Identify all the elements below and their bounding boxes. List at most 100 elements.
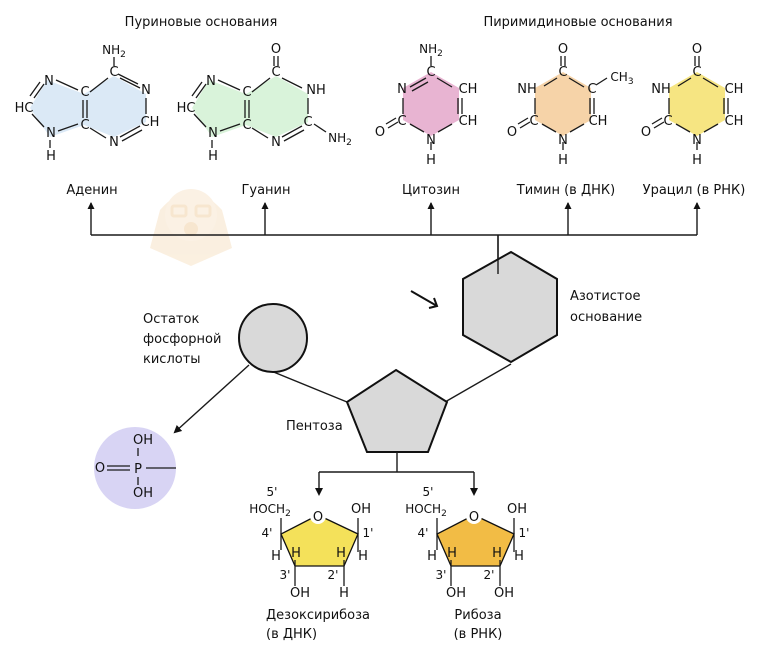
pentose-label: Пентоза — [286, 419, 343, 434]
bond-line — [283, 129, 305, 142]
atom: N — [692, 133, 702, 148]
uracil-structure: O C NH CH CH C O N H — [641, 42, 744, 168]
phosphate-label-line3: кислоты — [143, 352, 201, 367]
bond-line — [385, 117, 397, 125]
atom-label: 3' — [436, 568, 447, 582]
cytosine-ring-fill — [403, 72, 459, 136]
base-name-cytosine: Цитозин — [402, 183, 460, 198]
bond-line — [89, 127, 107, 139]
bond-line — [251, 77, 271, 93]
atom: C — [426, 65, 435, 80]
atom: CH — [589, 114, 608, 129]
atom: O — [375, 125, 385, 140]
atom: NH — [517, 82, 537, 97]
bond-line — [31, 113, 45, 128]
base-label-line1: Азотистое — [570, 289, 640, 304]
phosphate-formula: OH O P OH — [94, 427, 176, 509]
guanine-ring-fill — [192, 76, 308, 137]
atom: O — [641, 125, 651, 140]
deoxyribose-name-line2: (в ДНК) — [266, 627, 317, 642]
bond-line — [519, 121, 531, 129]
atom: N — [426, 133, 436, 148]
atom: CH — [459, 82, 478, 97]
atom: C — [242, 118, 251, 133]
atom: H — [46, 149, 56, 164]
atom-label: OH — [133, 486, 153, 501]
cytosine-nh2: NH2 — [419, 42, 443, 59]
atom-label: 1' — [519, 526, 530, 540]
phosphate-label-line2: фосфорной — [143, 332, 221, 347]
atom-label: O — [95, 461, 105, 476]
phosphate-circle — [238, 303, 308, 373]
bond-line — [119, 125, 141, 138]
deoxyribose-structure: O 5' HOCH2 4' H H 3' OH H 2' H OH 1' H Д… — [249, 485, 373, 642]
ribose-name-line2: (в РНК) — [454, 627, 503, 642]
watermark-logo-icon — [150, 189, 232, 266]
atom: N — [208, 126, 218, 141]
atom: C — [303, 115, 312, 130]
bond-line — [313, 123, 327, 133]
atom-label: 5' — [423, 485, 434, 499]
atom-label: O — [313, 510, 323, 525]
bond-line — [703, 123, 719, 133]
atom: CH — [459, 114, 478, 129]
atom-label: 2' — [328, 568, 339, 582]
atom: C — [587, 82, 596, 97]
atom: CH — [141, 115, 160, 130]
atom-label: H — [291, 546, 301, 561]
atom: N — [46, 126, 56, 141]
atom: HC — [15, 101, 34, 116]
atom-label: OH — [351, 502, 371, 517]
atom: O — [558, 42, 568, 57]
atom-label: O — [469, 510, 479, 525]
bond-line — [568, 77, 585, 88]
atom-label: H — [492, 546, 502, 561]
bond-line — [409, 77, 427, 88]
atom: H — [208, 149, 218, 164]
bond-line — [89, 77, 109, 93]
bond-line — [569, 123, 585, 133]
bond-line — [677, 77, 692, 87]
sugar-connector — [315, 452, 478, 496]
deoxyribose-name-line1: Дезоксирибоза — [266, 608, 370, 623]
atom-label: 4' — [418, 526, 429, 540]
atom: NH — [306, 83, 326, 98]
base-name-uracil: Урацил (в РНК) — [643, 183, 746, 198]
atom: CH — [725, 82, 744, 97]
bond-line — [251, 127, 269, 139]
atom-label: H — [358, 549, 368, 564]
purines-header: Пуриновые основания — [125, 15, 278, 30]
bond-line — [219, 123, 241, 132]
bond-line — [55, 79, 79, 91]
atom: H — [692, 153, 702, 168]
ribose-c2-substituent: OH — [494, 586, 514, 601]
atom-label: H — [271, 549, 281, 564]
pentose-pentagon — [345, 368, 449, 453]
adenine-nh2: NH2 — [102, 43, 126, 60]
atom-label: H — [427, 549, 437, 564]
base-name-adenine: Аденин — [66, 183, 117, 198]
bond-line — [119, 77, 141, 89]
atom-label: P — [134, 462, 142, 477]
bond-line — [410, 290, 438, 307]
bond-line — [281, 125, 303, 138]
atom: N — [397, 82, 407, 97]
atom: C — [529, 114, 538, 129]
base-name-thymine: Тимин (в ДНК) — [516, 183, 615, 198]
atom-label: 1' — [363, 526, 374, 540]
bond-line — [29, 81, 41, 97]
arrow-to-phosphate-formula — [173, 364, 250, 434]
atom: NH — [651, 82, 671, 97]
bond-line — [117, 73, 139, 85]
bond-line — [437, 123, 453, 133]
atom-label: OH — [133, 433, 153, 448]
ribose-ring-fill — [436, 514, 515, 567]
atom-label: H — [336, 546, 346, 561]
atom-label: 4' — [262, 526, 273, 540]
bond-line — [653, 121, 665, 129]
bond-line — [409, 123, 425, 133]
bond-line — [387, 121, 399, 129]
atom-label: OH — [290, 586, 310, 601]
guanine-structure: O C NH C NH2 N C C N HC N H — [177, 42, 352, 164]
